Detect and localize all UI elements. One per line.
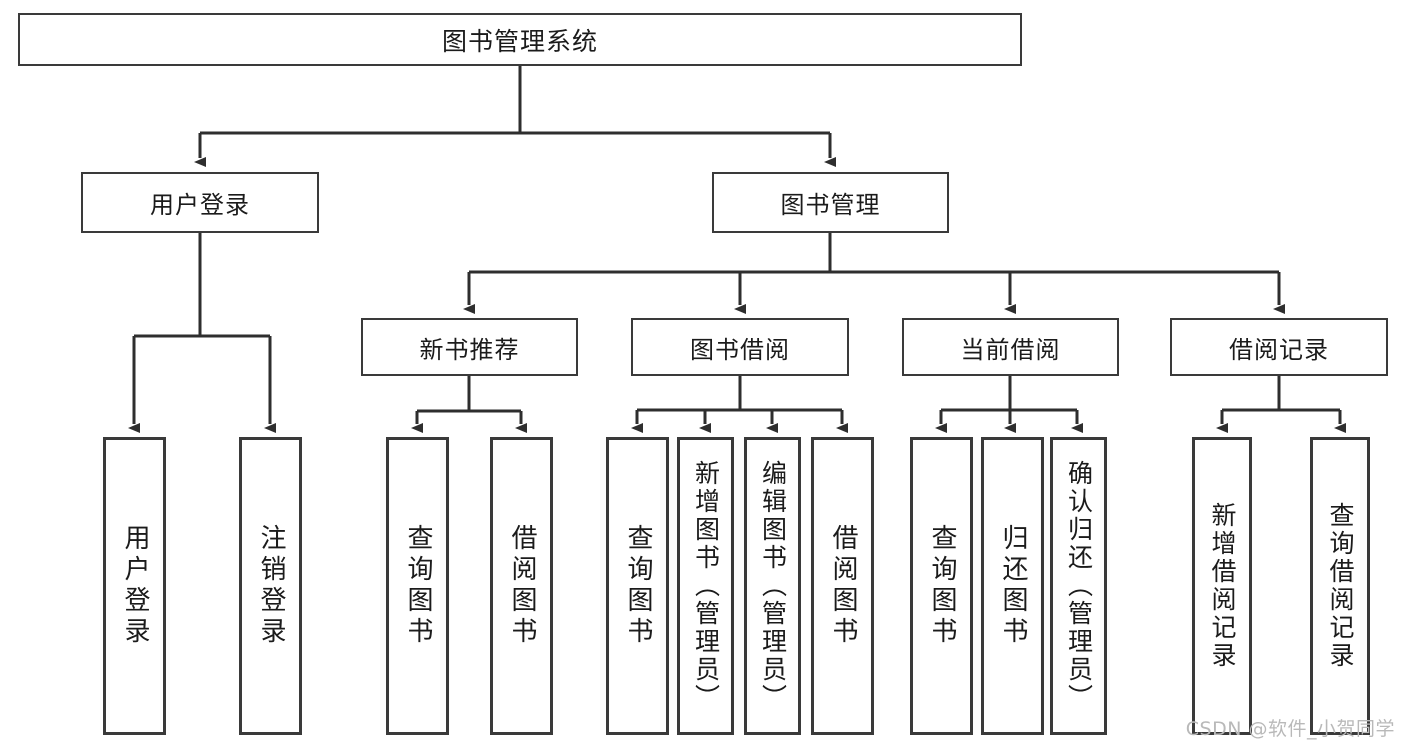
leaf-current-borrow-query-book[interactable]: 查询图书 — [910, 437, 973, 735]
node-book-management[interactable]: 图书管理 — [712, 172, 949, 233]
node-label: 用户登录 — [120, 524, 151, 648]
node-label: 借阅记录 — [1229, 335, 1329, 364]
node-label: 图书管理 — [780, 191, 881, 219]
node-label: 新增借阅记录 — [1208, 502, 1237, 670]
node-current-borrow[interactable]: 当前借阅 — [902, 318, 1119, 376]
node-label: 查询借阅记录 — [1326, 502, 1355, 670]
node-label: 新书推荐 — [419, 335, 520, 364]
node-new-book-recommend[interactable]: 新书推荐 — [361, 318, 578, 376]
node-label: 新增图书（管理员） — [691, 460, 721, 712]
leaf-current-borrow-return-book[interactable]: 归还图书 — [981, 437, 1044, 735]
node-label: 查询图书 — [623, 524, 654, 648]
leaf-book-borrow-query-book[interactable]: 查询图书 — [606, 437, 669, 735]
leaf-new-book-query-book[interactable]: 查询图书 — [386, 437, 449, 735]
leaf-book-borrow-add-book-admin[interactable]: 新增图书（管理员） — [677, 437, 734, 735]
node-book-borrow[interactable]: 图书借阅 — [631, 318, 849, 376]
node-label: 查询图书 — [927, 524, 958, 648]
node-borrow-record[interactable]: 借阅记录 — [1170, 318, 1388, 376]
node-label: 查询图书 — [403, 524, 434, 648]
node-label: 确认归还（管理员） — [1064, 460, 1094, 712]
node-label: 归还图书 — [998, 524, 1029, 648]
node-label: 编辑图书（管理员） — [758, 460, 788, 712]
node-label: 图书管理系统 — [441, 26, 598, 56]
leaf-book-borrow-borrow-book[interactable]: 借阅图书 — [811, 437, 874, 735]
leaf-new-book-borrow-book[interactable]: 借阅图书 — [490, 437, 553, 735]
leaf-user-login-logout[interactable]: 注销登录 — [239, 437, 302, 735]
node-label: 注销登录 — [256, 524, 287, 648]
node-label: 当前借阅 — [960, 335, 1061, 364]
node-root-system[interactable]: 图书管理系统 — [18, 13, 1022, 66]
node-label: 借阅图书 — [828, 524, 859, 648]
leaf-user-login-login[interactable]: 用户登录 — [103, 437, 166, 735]
node-label: 图书借阅 — [690, 335, 790, 364]
node-user-login[interactable]: 用户登录 — [81, 172, 319, 233]
leaf-current-borrow-confirm-return-admin[interactable]: 确认归还（管理员） — [1050, 437, 1107, 735]
leaf-borrow-record-query-record[interactable]: 查询借阅记录 — [1310, 437, 1370, 735]
node-label: 用户登录 — [150, 191, 250, 219]
leaf-book-borrow-edit-book-admin[interactable]: 编辑图书（管理员） — [744, 437, 801, 735]
node-label: 借阅图书 — [507, 524, 538, 648]
leaf-borrow-record-add-record[interactable]: 新增借阅记录 — [1192, 437, 1252, 735]
watermark-text: CSDN @软件_小贺同学 — [1185, 718, 1395, 740]
